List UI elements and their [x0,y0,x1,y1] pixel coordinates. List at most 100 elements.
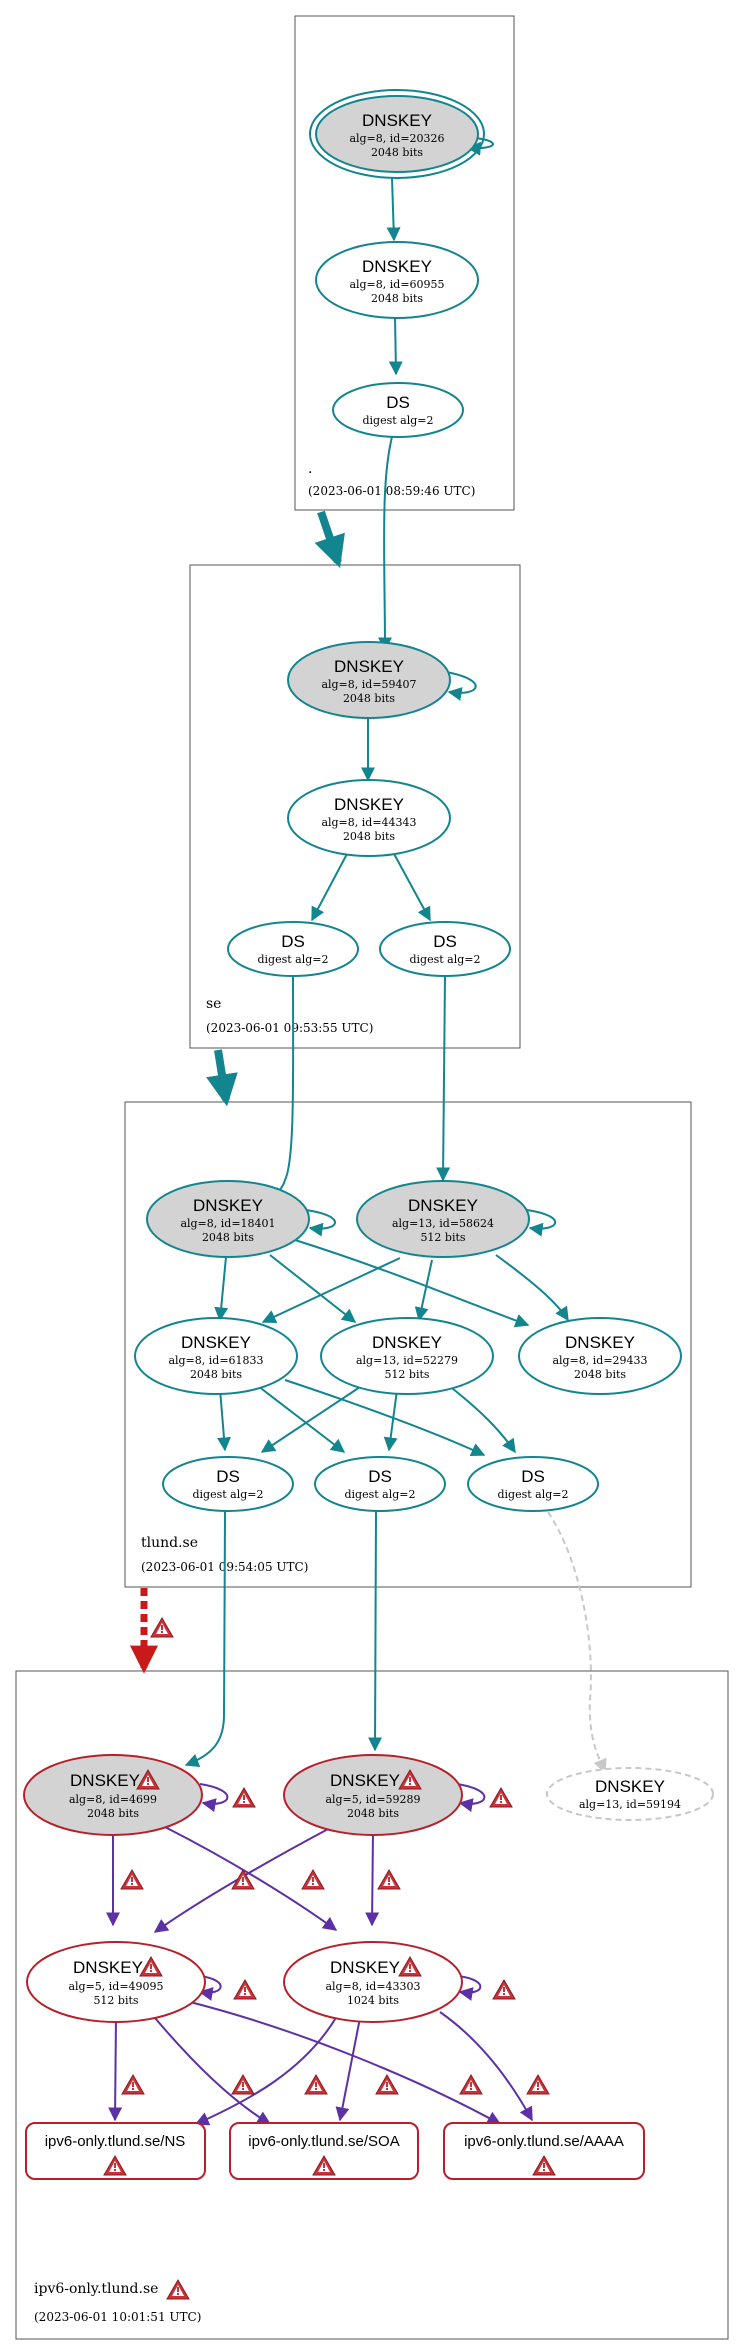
delegation-arrow-se-tlund [206,1049,238,1107]
node-detail: 2048 bits [343,692,395,705]
warning-icon [301,1869,325,1890]
delegation-arrow-root-se [314,510,345,569]
node-detail: alg=13, id=59194 [579,1798,681,1811]
ds-node[interactable]: DS digest alg=2 [314,1456,446,1512]
ds-node[interactable]: DS digest alg=2 [227,921,359,977]
rrset-label: ipv6-only.tlund.se/NS [45,2133,186,2150]
node-detail: 2048 bits [574,1368,626,1381]
dnskey-node[interactable]: DNSKEY alg=8, id=29433 2048 bits [518,1317,682,1395]
node-detail: 1024 bits [347,1994,399,2007]
node-detail: digest alg=2 [192,1488,263,1501]
dnskey-node[interactable]: DNSKEY alg=13, id=52279 512 bits [320,1317,494,1395]
warning-icon [232,1787,256,1808]
node-detail: alg=8, id=59407 [321,678,416,691]
node-detail: 2048 bits [371,292,423,305]
warning-icon [526,2074,550,2095]
node-title: DS [281,932,305,951]
dnskey-node[interactable]: DNSKEY alg=8, id=44343 2048 bits [287,779,451,857]
node-detail: alg=8, id=44343 [321,816,416,829]
zone-label: ipv6-only.tlund.se [34,2281,158,2297]
warning-icon [459,2074,483,2095]
node-title: DNSKEY [595,1777,665,1796]
warning-icon [233,1979,257,2000]
node-title: DNSKEY [181,1333,251,1352]
node-detail: alg=8, id=20326 [349,132,444,145]
node-title: DNSKEY [334,795,404,814]
node-detail: alg=5, id=49095 [68,1980,163,1993]
node-detail: 2048 bits [202,1231,254,1244]
warning-icon [304,2074,328,2095]
node-detail: alg=8, id=61833 [168,1354,263,1367]
ds-node[interactable]: DS digest alg=2 [467,1456,599,1512]
warning-icon [231,2074,255,2095]
node-detail: alg=5, id=59289 [325,1793,420,1806]
dnskey-node[interactable]: DNSKEY alg=8, id=43303 1024 bits [283,1941,463,2023]
rrset-label: ipv6-only.tlund.se/SOA [248,2133,399,2150]
zone-date: (2023-06-01 08:59:46 UTC) [308,484,475,498]
node-detail: 512 bits [384,1368,429,1381]
zone-date: (2023-06-01 10:01:51 UTC) [34,2310,201,2324]
edges-root [377,135,494,652]
node-detail: digest alg=2 [257,953,328,966]
node-detail: 512 bits [420,1231,465,1244]
node-detail: 512 bits [93,1994,138,2007]
zone-label: se [206,996,221,1012]
warning-icon [150,1617,174,1638]
edges-tlund [184,1209,607,1774]
ds-node[interactable]: DS digest alg=2 [162,1456,294,1512]
warning-icon [375,2074,399,2095]
node-title: DNSKEY [362,111,432,130]
node-title: DS [521,1467,545,1486]
zone-label: . [308,461,312,477]
node-title: DNSKEY [73,1958,143,1977]
node-detail: alg=8, id=43303 [325,1980,420,1993]
zone-root: . (2023-06-01 08:59:46 UTC) [294,15,515,511]
node-title: DS [386,393,410,412]
node-detail: alg=13, id=58624 [392,1217,494,1230]
node-title: DNSKEY [372,1333,442,1352]
node-detail: alg=8, id=4699 [69,1793,157,1806]
warning-icon [377,1869,401,1890]
zone-ipv6-only: ipv6-only.tlund.se (2023-06-01 10:01:51 … [15,1670,729,2340]
dnskey-node[interactable]: DNSKEY alg=8, id=18401 2048 bits [146,1180,310,1258]
node-title: DNSKEY [334,657,404,676]
node-detail: 2048 bits [87,1807,139,1820]
dnskey-node[interactable]: DNSKEY alg=8, id=20326 2048 bits [309,89,485,179]
dnskey-node[interactable]: DNSKEY alg=5, id=59289 2048 bits [283,1754,463,1836]
node-detail: 2048 bits [347,1807,399,1820]
node-detail: 2048 bits [190,1368,242,1381]
dnskey-node[interactable]: DNSKEY alg=8, id=60955 2048 bits [315,241,479,319]
warning-icon [120,1869,144,1890]
ds-node[interactable]: DS digest alg=2 [332,382,464,438]
rrset-ns[interactable]: ipv6-only.tlund.se/NS [25,2122,206,2180]
dnskey-node-missing[interactable]: DNSKEY alg=13, id=59194 [546,1767,714,1821]
zone-se: se (2023-06-01 09:53:55 UTC) [189,564,521,1049]
node-detail: alg=8, id=18401 [180,1217,275,1230]
warning-icon [121,2074,145,2095]
ds-node[interactable]: DS digest alg=2 [379,921,511,977]
rrset-soa[interactable]: ipv6-only.tlund.se/SOA [229,2122,419,2180]
node-title: DNSKEY [408,1196,478,1215]
node-title: DS [433,932,457,951]
dnskey-node[interactable]: DNSKEY alg=8, id=61833 2048 bits [134,1317,298,1395]
node-title: DNSKEY [330,1958,400,1977]
rrset-aaaa[interactable]: ipv6-only.tlund.se/AAAA [443,2122,645,2180]
warning-icon [489,1787,513,1808]
rrset-label: ipv6-only.tlund.se/AAAA [464,2133,624,2150]
node-title: DS [368,1467,392,1486]
node-title: DNSKEY [70,1771,140,1790]
dnskey-node[interactable]: DNSKEY alg=8, id=4699 2048 bits [23,1754,203,1836]
dnskey-node[interactable]: DNSKEY alg=5, id=49095 512 bits [26,1941,206,2023]
dnskey-node[interactable]: DNSKEY alg=13, id=58624 512 bits [356,1180,530,1258]
node-title: DNSKEY [193,1196,263,1215]
zone-label: tlund.se [141,1535,198,1551]
node-title: DNSKEY [330,1771,400,1790]
node-detail: alg=8, id=60955 [349,278,444,291]
dnskey-node[interactable]: DNSKEY alg=8, id=59407 2048 bits [287,641,451,719]
node-detail: digest alg=2 [362,414,433,427]
node-title: DS [216,1467,240,1486]
node-detail: alg=13, id=52279 [356,1354,458,1367]
warning-icon [492,1979,516,2000]
zone-date: (2023-06-01 09:53:55 UTC) [206,1021,373,1035]
